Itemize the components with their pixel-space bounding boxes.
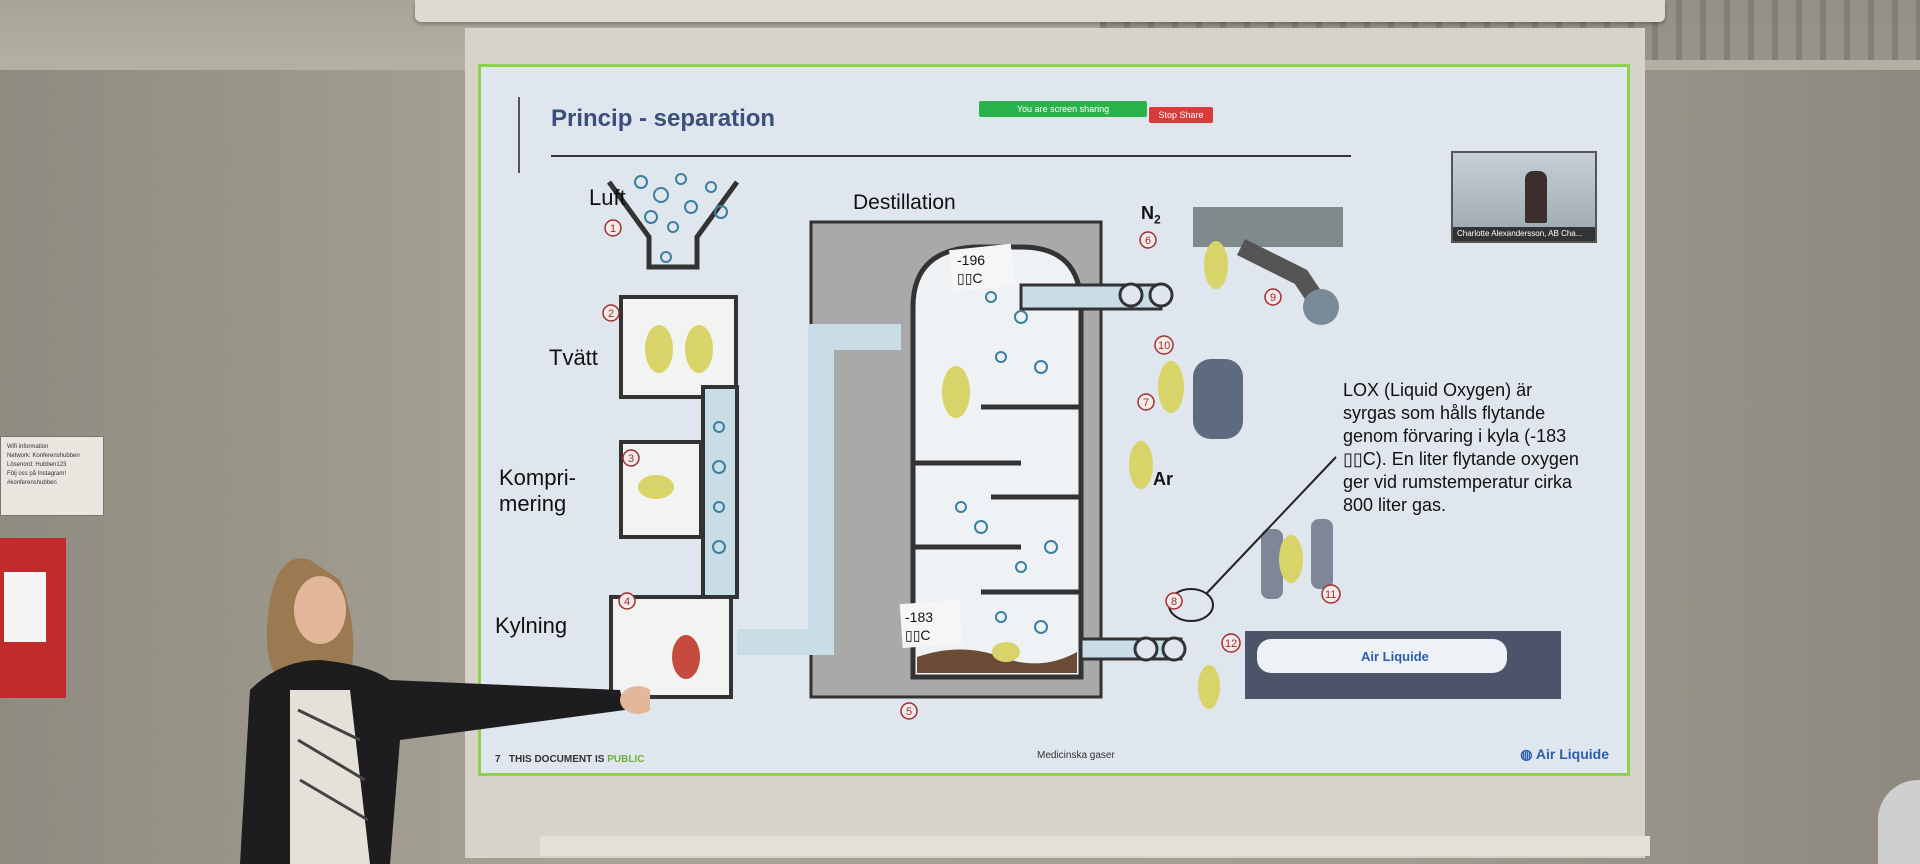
valve xyxy=(1148,282,1174,308)
step-number: 6 xyxy=(1145,235,1151,247)
logo-text: Air Liquide xyxy=(1535,746,1609,762)
presenter-hand xyxy=(620,686,650,714)
cartoon-figure xyxy=(992,642,1020,662)
feed-pipe xyxy=(737,324,901,655)
blouse-stripes xyxy=(297,708,369,822)
gas-cylinder xyxy=(1261,529,1283,599)
n2-symbol: N xyxy=(1141,203,1154,223)
step-number: 11 xyxy=(1325,589,1336,601)
step-number: 7 xyxy=(1143,397,1149,409)
lox-description: LOX (Liquid Oxygen) är syrgas som hålls … xyxy=(1343,380,1579,515)
valve xyxy=(1161,636,1187,662)
cartoon-figure xyxy=(1279,535,1303,583)
valve xyxy=(1118,282,1144,308)
title-underline xyxy=(551,155,1351,157)
title-vertical-rule xyxy=(518,97,520,173)
notice-line: #konferenshubben xyxy=(7,480,57,486)
cartoon-figure-santa xyxy=(672,635,700,679)
air-bubbles xyxy=(634,173,1058,634)
temp-bottom-unit: ▯▯C xyxy=(905,627,931,643)
red-wall-box xyxy=(0,538,66,698)
label-tvatt: Tvätt xyxy=(549,345,598,370)
step-number: 1 xyxy=(610,223,616,235)
liquid-oxygen xyxy=(917,649,1077,673)
temp-tag-top xyxy=(949,243,1016,293)
step-number: 5 xyxy=(906,706,912,718)
document-notice: THIS DOCUMENT IS xyxy=(508,754,605,765)
notice-line: Wifi information xyxy=(7,444,49,450)
temp-bottom-value: -183 xyxy=(905,609,933,625)
notice-line: Network: Konferenshubben xyxy=(7,453,80,459)
air-funnel xyxy=(606,180,740,270)
screen-bottom-bar xyxy=(540,836,1650,856)
paper-sheet xyxy=(4,572,46,642)
label-mering: mering xyxy=(499,491,567,516)
projector-screen-roller xyxy=(415,0,1665,22)
cartoon-figure xyxy=(942,366,970,418)
label-ar: Ar xyxy=(1153,469,1174,489)
presenter-person xyxy=(240,558,650,864)
step-number: 2 xyxy=(608,308,614,320)
cartoon-figure xyxy=(1129,441,1153,489)
gas-tank xyxy=(1193,359,1243,439)
temp-top-unit: ▯▯C xyxy=(957,270,983,286)
step-markers: 1 2 3 4 5 6 7 8 9 10 11 12 xyxy=(602,219,1341,720)
notice-line: Följ oss på Instagram! xyxy=(7,471,67,477)
gas-cylinder xyxy=(1311,519,1333,589)
wash-box xyxy=(619,295,738,399)
presenter-face xyxy=(294,576,346,644)
wall-notice: Wifi information Network: Konferenshubbe… xyxy=(0,436,104,516)
cartoon-figure xyxy=(1204,241,1228,289)
step-number: 9 xyxy=(1270,292,1276,304)
truck-brand: Air Liquide xyxy=(1361,649,1429,664)
step-number: 3 xyxy=(628,453,634,465)
step-number: 12 xyxy=(1225,638,1237,650)
footer-subject: Medicinska gaser xyxy=(1037,750,1115,761)
page-number: 7 xyxy=(495,754,501,765)
document-public-label: PUBLIC xyxy=(607,754,645,765)
step-number: 4 xyxy=(624,596,630,608)
cartoon-figure xyxy=(638,475,674,499)
slide-footer: 7 THIS DOCUMENT IS PUBLIC xyxy=(495,754,644,765)
callout-line xyxy=(1205,456,1337,595)
cartoon-figure xyxy=(645,325,673,373)
notice-line: Lösenord: Hubben123 xyxy=(7,462,67,468)
cartoon-figure xyxy=(1198,665,1220,709)
audience-head xyxy=(1878,780,1920,864)
temp-top-value: -196 xyxy=(957,252,985,268)
truck-tank xyxy=(1257,639,1507,673)
temp-tag-bottom xyxy=(899,599,963,649)
label-kompri: Kompri- xyxy=(499,465,577,490)
label-n2: N2 xyxy=(1141,203,1161,227)
stop-share-button[interactable]: Stop Share xyxy=(1149,107,1213,123)
ceiling-beam xyxy=(1193,207,1343,247)
cartoon-figure xyxy=(1158,361,1184,413)
air-liquide-logo: ◍ Air Liquide xyxy=(1520,746,1609,763)
step-number: 10 xyxy=(1158,340,1170,352)
air-pipe xyxy=(701,385,739,599)
nitrogen-pump xyxy=(1303,289,1339,325)
screen-sharing-banner[interactable]: You are screen sharing xyxy=(979,101,1147,117)
label-luft: Luft xyxy=(589,185,626,210)
label-destillation: Destillation xyxy=(853,191,956,214)
video-caption: Charlotte Alexandersson, AB Cha... xyxy=(1453,227,1595,241)
video-thumbnail[interactable]: Charlotte Alexandersson, AB Cha... xyxy=(1451,151,1597,243)
cool-box xyxy=(609,595,733,699)
logo-mark-icon: ◍ xyxy=(1520,746,1533,762)
step-number: 8 xyxy=(1171,596,1177,608)
cartoon-figure xyxy=(685,325,713,373)
valve xyxy=(1133,636,1159,662)
slide-title: Princip - separation xyxy=(551,105,776,132)
presentation-slide: Princip - separation You are screen shar… xyxy=(478,64,1630,776)
n2-subscript: 2 xyxy=(1154,212,1161,227)
separation-diagram: Air Liquide -196 ▯▯C -183 xyxy=(602,173,1561,720)
presenter-video-figure xyxy=(1525,171,1547,223)
label-kylning: Kylning xyxy=(495,613,568,638)
